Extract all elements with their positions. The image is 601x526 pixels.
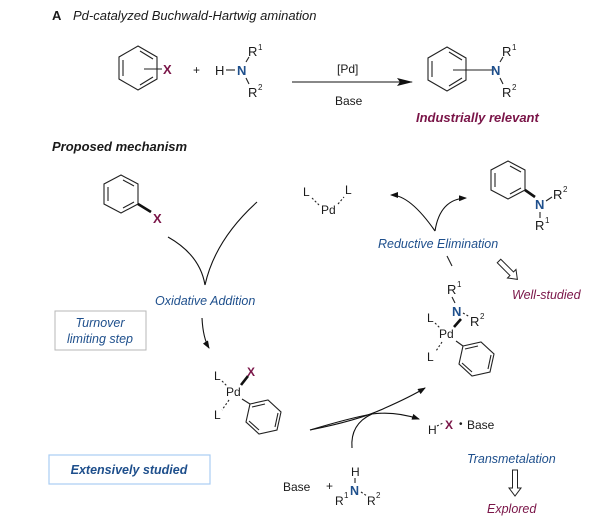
benzene-ring [427, 46, 467, 92]
svg-text:L: L [214, 369, 221, 383]
svg-text:R: R [553, 187, 562, 202]
svg-text:•: • [459, 419, 463, 430]
svg-text:L: L [214, 408, 221, 422]
svg-text:1: 1 [344, 491, 349, 500]
nitrogen-atom: N [350, 484, 359, 498]
svg-text:H: H [351, 465, 360, 479]
nitrogen-atom: N [237, 63, 246, 78]
plus-sign: + [193, 63, 200, 77]
halide-x: X [163, 62, 172, 77]
svg-text:Pd: Pd [321, 203, 336, 217]
svg-text:1: 1 [545, 216, 550, 225]
benzene-ring [490, 160, 526, 200]
benzene-ring [103, 174, 139, 214]
oxidative-addition-label: Oxidative Addition [155, 294, 255, 308]
mechanism-product: N R 2 R 1 [490, 160, 568, 233]
svg-text:R: R [248, 44, 257, 59]
re-arrow-to-product [434, 195, 467, 232]
halide-x: X [153, 211, 162, 226]
nitrogen-atom: N [535, 197, 544, 212]
benzene-ring [118, 45, 158, 91]
re-arrow-to-catalyst [390, 192, 436, 232]
extensively-studied-note: Extensively studied [71, 463, 188, 477]
catalyst-label: [Pd] [337, 62, 358, 76]
well-studied-note: Well-studied [512, 288, 582, 302]
tm-amine-incoming [351, 413, 373, 449]
industrially-relevant-note: Industrially relevant [416, 110, 539, 125]
turnover-line-2: limiting step [67, 332, 133, 346]
base-amine-input: Base + H N R 1 R 2 [283, 465, 381, 508]
svg-text:H: H [215, 63, 224, 78]
svg-text:1: 1 [457, 280, 462, 289]
svg-text:2: 2 [376, 491, 381, 500]
benzene-ring [245, 399, 282, 435]
extensively-studied-box [48, 454, 211, 485]
reductive-elimination-label: Reductive Elimination [378, 237, 498, 251]
svg-text:Base: Base [283, 480, 311, 494]
svg-text:R: R [335, 494, 344, 508]
tm-arrow-to-amido [309, 387, 426, 431]
svg-text:L: L [345, 183, 352, 197]
svg-text:R: R [447, 282, 456, 297]
pd-catalyst: L Pd L [303, 183, 352, 217]
well-studied-hollow-arrow [496, 258, 518, 280]
svg-text:Base: Base [467, 418, 495, 432]
arylamine-product: N R 1 R 2 [427, 43, 517, 100]
oxidative-addition-complex: L Pd X L [214, 365, 282, 435]
svg-text:2: 2 [480, 312, 485, 321]
transmetalation-label: Transmetalation [467, 452, 556, 466]
svg-text:R: R [470, 314, 479, 329]
oa-incoming-curve [167, 236, 206, 286]
section-letter: A [52, 8, 62, 23]
aryl-halide-reactant: X [118, 45, 172, 91]
svg-text:2: 2 [258, 83, 263, 92]
svg-text:R: R [367, 494, 376, 508]
svg-text:R: R [502, 85, 511, 100]
svg-text:Pd: Pd [226, 385, 241, 399]
oa-outgoing-arrow [201, 317, 210, 349]
svg-text:L: L [427, 311, 434, 325]
svg-text:1: 1 [258, 43, 263, 52]
benzene-ring [458, 341, 495, 377]
svg-text:L: L [303, 185, 310, 199]
svg-text:R: R [248, 85, 257, 100]
tm-arrow-to-byproduct [309, 412, 420, 431]
svg-text:+: + [326, 479, 333, 493]
svg-text:1: 1 [512, 43, 517, 52]
section-title: Pd-catalyzed Buchwald-Hartwig amination [73, 8, 317, 23]
oa-cycle-curve [204, 201, 258, 286]
turnover-line-1: Turnover [75, 316, 125, 330]
svg-text:L: L [427, 350, 434, 364]
base-label: Base [335, 94, 363, 108]
nitrogen-atom: N [452, 304, 461, 319]
svg-text:Pd: Pd [439, 327, 454, 341]
explored-hollow-arrow [508, 469, 522, 497]
nitrogen-atom: N [491, 63, 500, 78]
svg-text:2: 2 [512, 83, 517, 92]
mechanism-aryl-halide: X [103, 174, 162, 226]
halide-x: X [247, 365, 255, 379]
svg-text:H: H [428, 423, 437, 437]
svg-text:R: R [535, 218, 544, 233]
explored-note: Explored [487, 502, 537, 516]
svg-text:R: R [502, 44, 511, 59]
amido-complex: R 1 N R 2 L Pd L [427, 280, 495, 377]
mechanism-title: Proposed mechanism [52, 139, 188, 154]
svg-text:2: 2 [563, 185, 568, 194]
hx-base-byproduct: H X • Base [428, 418, 495, 437]
re-tick [446, 255, 453, 267]
turnover-limiting-box [54, 310, 147, 351]
amine-reactant: H N R 1 R 2 [215, 43, 263, 100]
halide-x: X [445, 418, 453, 432]
